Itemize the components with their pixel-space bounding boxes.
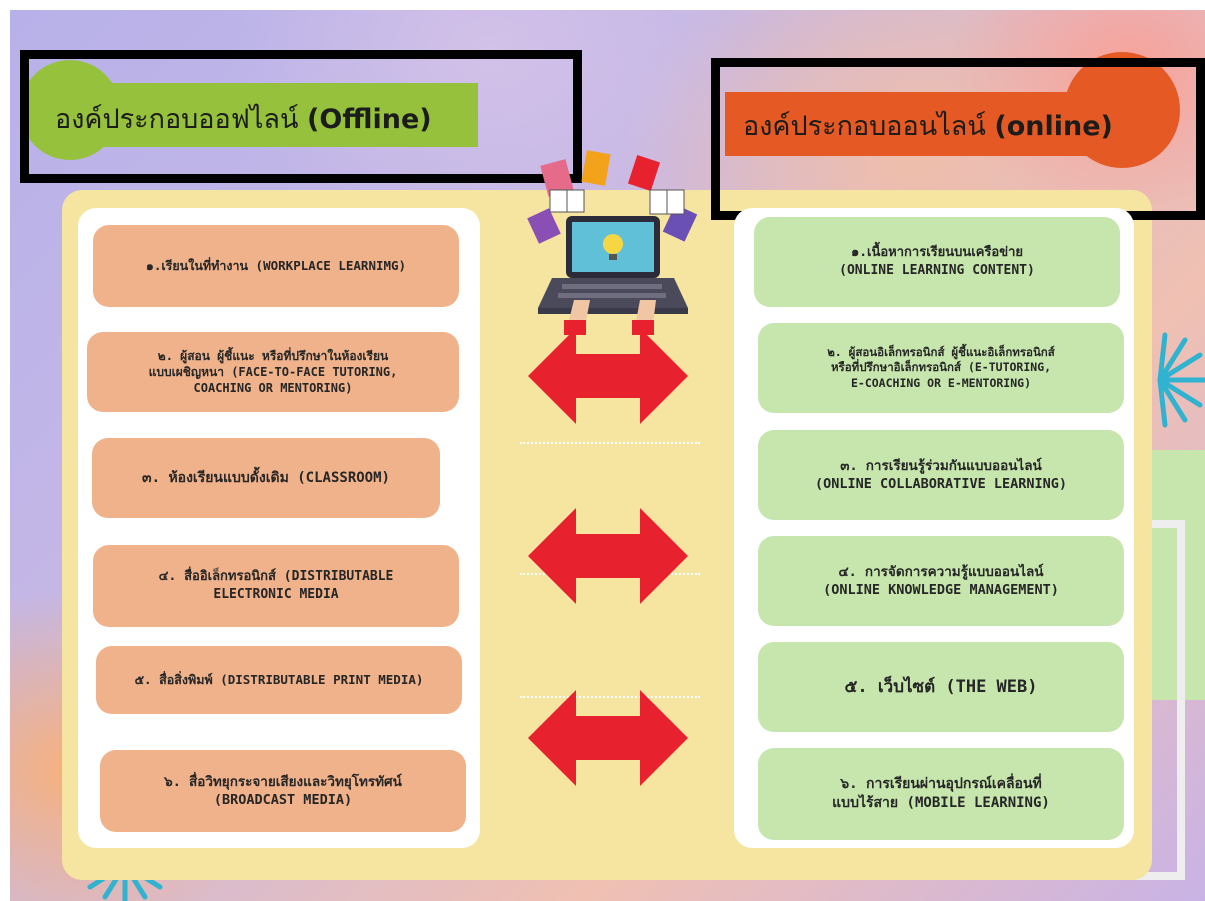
- online-item-5: ๕. เว็บไซต์ (THE WEB): [758, 642, 1124, 732]
- offline-title-frame: [20, 50, 582, 183]
- offline-item-4: ๔. สื่ออิเล็กทรอนิกส์ (DISTRIBUTABLE ELE…: [93, 545, 459, 627]
- online-item-2: ๒. ผู้สอนอิเล็กทรอนิกส์ ผู้ชี้แนะอิเล็กท…: [758, 323, 1124, 413]
- offline-item-2: ๒. ผู้สอน ผู้ชี้แนะ หรือที่ปรึกษาในห้องเ…: [87, 332, 459, 412]
- offline-column: [78, 208, 480, 848]
- offline-title-bar: [38, 83, 478, 147]
- separator-line: [520, 696, 700, 698]
- online-item-6: ๖. การเรียนผ่านอุปกรณ์เคลื่อนที่ แบบไร้ส…: [758, 748, 1124, 840]
- offline-item-6: ๖. สื่อวิทยุกระจายเสียงและวิทยุโทรทัศน์ …: [100, 750, 466, 832]
- laptop-learning-icon: [527, 150, 698, 335]
- separator-line: [520, 442, 700, 444]
- double-arrow-icon: [528, 508, 688, 604]
- offline-item-3: ๓. ห้องเรียนแบบดั้งเดิม (CLASSROOM): [92, 438, 440, 518]
- online-column: [734, 208, 1134, 848]
- offline-item-1: ๑.เรียนในที่ทำงาน (WORKPLACE LEARNIMG): [93, 225, 459, 307]
- infographic-canvas: องค์ประกอบออฟไลน์ (Offline) องค์ประกอบออ…: [10, 10, 1205, 901]
- online-title-bar: [725, 92, 1125, 156]
- offline-title: องค์ประกอบออฟไลน์ (Offline): [55, 104, 432, 135]
- offline-item-5: ๕. สื่อสิ่งพิมพ์ (DISTRIBUTABLE PRINT ME…: [96, 646, 462, 714]
- online-title: องค์ประกอบออนไลน์ (online): [743, 111, 1113, 142]
- double-arrow-icon: [528, 690, 688, 786]
- online-title-frame: [711, 58, 1205, 220]
- burst-decoration-icon: [1157, 332, 1205, 428]
- online-item-1: ๑.เนื้อหาการเรียนบนเครือข่าย (ONLINE LEA…: [754, 217, 1120, 307]
- online-item-3: ๓. การเรียนรู้ร่วมกันแบบออนไลน์ (ONLINE …: [758, 430, 1124, 520]
- double-arrow-icon: [528, 328, 688, 424]
- online-item-4: ๔. การจัดการความรู้แบบออนไลน์ (ONLINE KN…: [758, 536, 1124, 626]
